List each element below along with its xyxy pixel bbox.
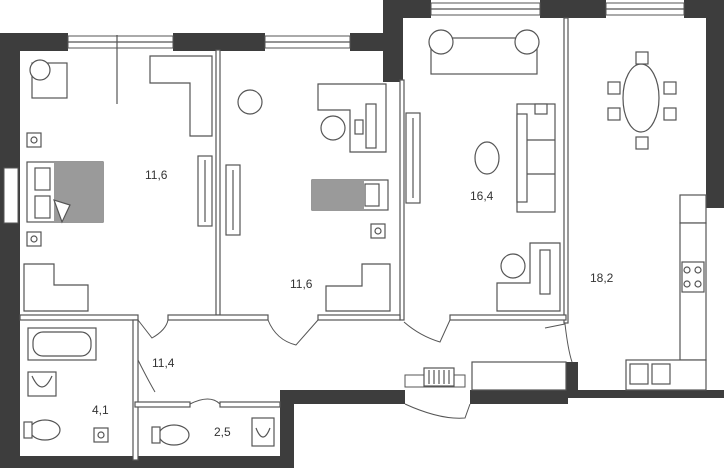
interior-walls bbox=[19, 17, 707, 461]
bedroom-1-furniture bbox=[23, 55, 213, 312]
room-area-toilet: 2,5 bbox=[214, 425, 231, 439]
doors bbox=[137, 319, 573, 419]
living-room-furniture bbox=[405, 29, 561, 312]
kitchen-furniture bbox=[607, 51, 707, 391]
room-area-bathroom: 4,1 bbox=[92, 403, 109, 417]
room-area-bedroom-2: 11,6 bbox=[290, 277, 313, 291]
room-area-hallway: 11,4 bbox=[152, 356, 175, 370]
wet-rooms-fixtures bbox=[23, 327, 567, 447]
room-area-bedroom-1: 11,6 bbox=[145, 168, 168, 182]
room-area-living-room: 16,4 bbox=[470, 189, 494, 203]
room-area-kitchen: 18,2 bbox=[590, 271, 614, 285]
bedroom-2-furniture bbox=[225, 83, 391, 312]
